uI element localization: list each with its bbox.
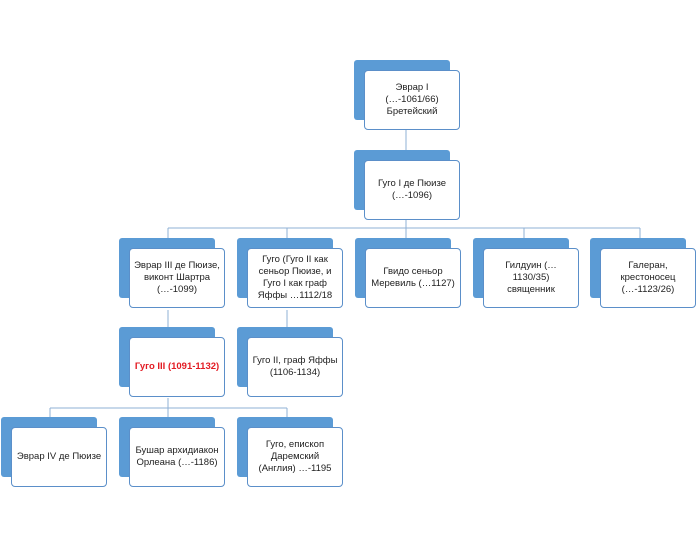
- node-label: Гвидо сеньор Меревиль (…1127): [365, 248, 461, 308]
- node-label: Эврар IV де Пюизе: [11, 427, 107, 487]
- node-label: Гуго (Гуго II как сеньор Пюизе, и Гуго I…: [247, 248, 343, 308]
- node-hugo-jaffa: Гуго (Гуго II как сеньор Пюизе, и Гуго I…: [237, 238, 347, 310]
- node-evrar-4: Эврар IV де Пюизе: [1, 417, 111, 489]
- node-bushar: Бушар архидиакон Орлеана (…-1186): [119, 417, 229, 489]
- node-label: Бушар архидиакон Орлеана (…-1186): [129, 427, 225, 487]
- node-label: Гуго III (1091-1132): [129, 337, 225, 397]
- node-hugo-bishop: Гуго, епископ Даремский (Англия) …-1195: [237, 417, 347, 489]
- node-label: Гуго I де Пюизе (…-1096): [364, 160, 460, 220]
- node-evrar-3: Эврар III де Пюизе, виконт Шартра (…-109…: [119, 238, 229, 310]
- node-label: Гуго, епископ Даремский (Англия) …-1195: [247, 427, 343, 487]
- node-label: Гуго II, граф Яффы (1106-1134): [247, 337, 343, 397]
- node-hugo-2: Гуго II, граф Яффы (1106-1134): [237, 327, 347, 399]
- node-label: Эврар I (…-1061/66) Бретейский: [364, 70, 460, 130]
- node-label: Галеран, крестоносец (…-1123/26): [600, 248, 696, 308]
- node-label: Гилдуин (…1130/35) священник: [483, 248, 579, 308]
- node-hugo-1: Гуго I де Пюизе (…-1096): [354, 150, 464, 222]
- node-evrar-1: Эврар I (…-1061/66) Бретейский: [354, 60, 464, 132]
- node-hugo-3: Гуго III (1091-1132): [119, 327, 229, 399]
- node-guido: Гвидо сеньор Меревиль (…1127): [355, 238, 465, 310]
- node-galeran: Галеран, крестоносец (…-1123/26): [590, 238, 697, 310]
- node-gilduin: Гилдуин (…1130/35) священник: [473, 238, 583, 310]
- node-label: Эврар III де Пюизе, виконт Шартра (…-109…: [129, 248, 225, 308]
